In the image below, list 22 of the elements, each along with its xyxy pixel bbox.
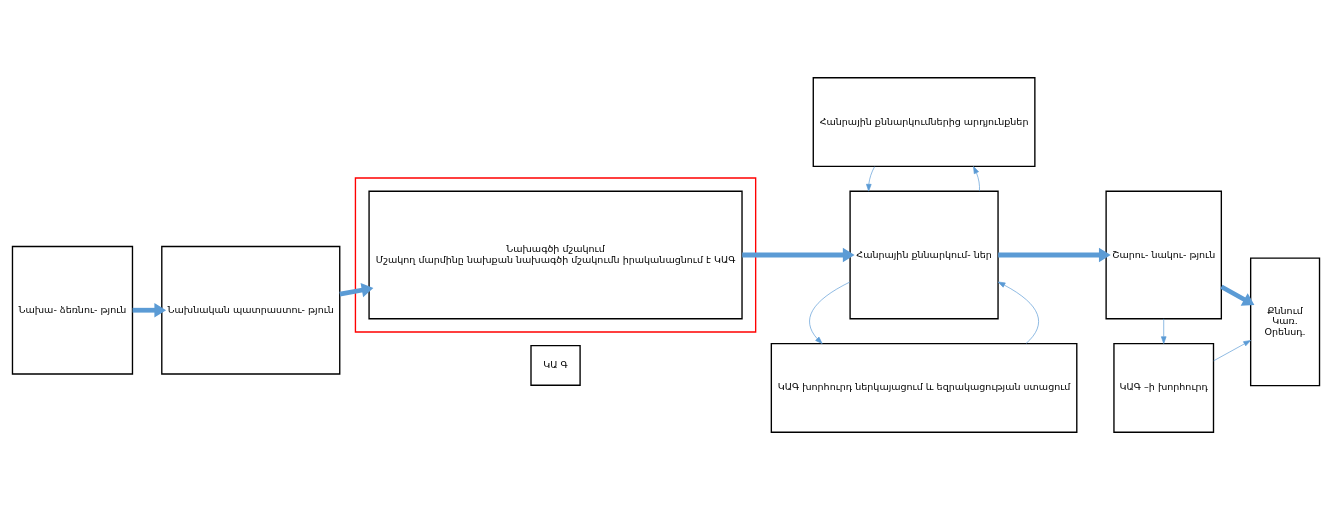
arrow [1213,340,1251,362]
arrow [1220,284,1255,306]
arrow [339,283,374,298]
arrow [997,281,1039,344]
arrow [998,247,1111,263]
arrow [742,247,855,263]
cluster [354,177,757,333]
node-box: Հանրային քննարկում- ներ [849,190,999,320]
node-box: ԿԱԳ խորհուրդ ներկայացում և եզրակացության ստացում [770,342,1078,433]
node-box: ԿԱ Գ [530,345,581,386]
node-box: Քննում Կառ. Օրենսդ. [1250,257,1321,387]
arrow [866,166,875,192]
node-box: Նախագծի մշակում Մշակող մարմինը նախքան նախագծի մշակումն իրականացնում է ԿԱԳ [368,190,743,320]
arrow [973,166,980,192]
arrow [132,303,167,318]
arrow [1161,318,1167,344]
node-box: Նախնական պատրաստու- թյուն [161,245,341,375]
node-box: Հանրային քննարկումներից արդյունքներ [812,77,1036,168]
node-box: Նախա- ձեռնու- թյուն [11,245,134,375]
node-box: ԿԱԳ –ի խորհուրդ [1113,342,1215,433]
node-box: Շարու- նակու- թյուն [1105,190,1222,320]
arrow [809,281,851,344]
